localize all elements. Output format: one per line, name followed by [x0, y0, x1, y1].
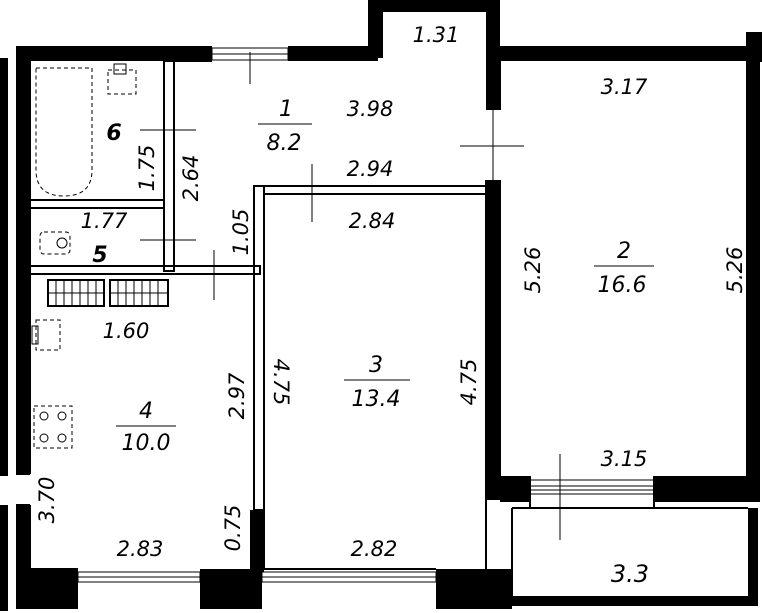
wall-nook-top	[368, 0, 498, 12]
dim-toilet-height: 1.05	[229, 209, 253, 256]
wall-toilet-kitchen	[29, 265, 261, 275]
dim-room2-bottom: 3.15	[601, 447, 648, 471]
room-6-number: 6	[106, 121, 121, 146]
dim-kitchen-top: 1.60	[103, 319, 150, 343]
dim-room3-top: 2.84	[349, 209, 396, 233]
dim-hall-height: 2.64	[179, 155, 203, 202]
dim-hall-lower: 2.94	[347, 157, 394, 181]
room-2-number: 2	[617, 239, 631, 264]
dim-room3-bottom: 2.82	[351, 537, 398, 561]
wall-left-stub	[0, 58, 8, 476]
wall-kitchen-room3-stub	[250, 510, 264, 572]
bathtub-icon	[35, 67, 93, 197]
room-2-area: 16.6	[598, 273, 647, 298]
fixtures	[31, 63, 169, 449]
room-5-number: 5	[92, 243, 107, 268]
wall-top-mid	[288, 46, 378, 61]
room-1-area: 8.2	[267, 131, 302, 156]
wall-nook-right	[486, 0, 500, 110]
wall-balcony-bottom	[512, 596, 752, 606]
room-3-area: 13.4	[352, 387, 401, 412]
radiator-icon	[47, 279, 169, 307]
door-markers	[140, 52, 561, 540]
wall-left-upper	[16, 46, 30, 474]
wall-nook-left	[368, 0, 382, 58]
dimension-labels: 1.31 3.98 2.94 2.84 3.17 3.15 1.77 1.60 …	[35, 23, 747, 561]
dim-bath-height: 1.75	[135, 145, 159, 192]
windows	[16, 47, 655, 583]
wall-room3-room2	[486, 180, 500, 500]
stove-icon	[33, 405, 73, 449]
toilet-icon	[39, 231, 71, 255]
dim-room2-left: 5.26	[521, 247, 545, 294]
wall-bottom-3	[436, 569, 512, 609]
sink-icon	[107, 69, 137, 95]
dim-room3-left: 4.75	[269, 359, 293, 406]
wall-bath-vertical	[163, 60, 175, 272]
balcony-area: 3.3	[611, 560, 649, 588]
window-room2-balcony	[529, 479, 655, 495]
wall-bottom-2	[200, 569, 262, 609]
room-3-number: 3	[369, 353, 383, 378]
dim-corridor-top: 1.31	[413, 23, 460, 47]
wall-room2-bottom-right	[654, 476, 760, 502]
wall-balcony-right	[748, 508, 758, 606]
room-1-number: 1	[279, 97, 293, 122]
dim-hall-width: 3.98	[347, 97, 394, 121]
dim-kitchen-left: 3.70	[35, 477, 59, 524]
wall-room2-bottom-left	[500, 476, 530, 502]
wall-bath-toilet	[29, 199, 165, 209]
room-4-number: 4	[139, 399, 153, 424]
kitchen-sink-icon	[35, 319, 61, 351]
wall-bottom-1	[16, 569, 78, 609]
dim-room2-top: 3.17	[601, 75, 648, 99]
dim-kitchen-pier: 0.75	[221, 505, 245, 552]
dim-toilet-width: 1.77	[81, 209, 128, 233]
dim-kitchen-right: 2.97	[225, 372, 249, 419]
dim-room2-right: 5.26	[723, 247, 747, 294]
wall-left-stub2	[0, 505, 8, 611]
room-labels: 1 8.2 2 16.6 3 13.4 4 10.0 5 6 3.3	[92, 97, 654, 588]
wall-room3-left	[253, 185, 265, 511]
wall-right	[746, 46, 760, 502]
room-4-area: 10.0	[122, 431, 171, 456]
dim-kitchen-bottom: 2.83	[117, 537, 164, 561]
partitions	[29, 12, 748, 596]
wall-top-left	[16, 46, 212, 61]
wall-room2-top	[500, 46, 746, 60]
dim-room3-right: 4.75	[457, 359, 481, 406]
